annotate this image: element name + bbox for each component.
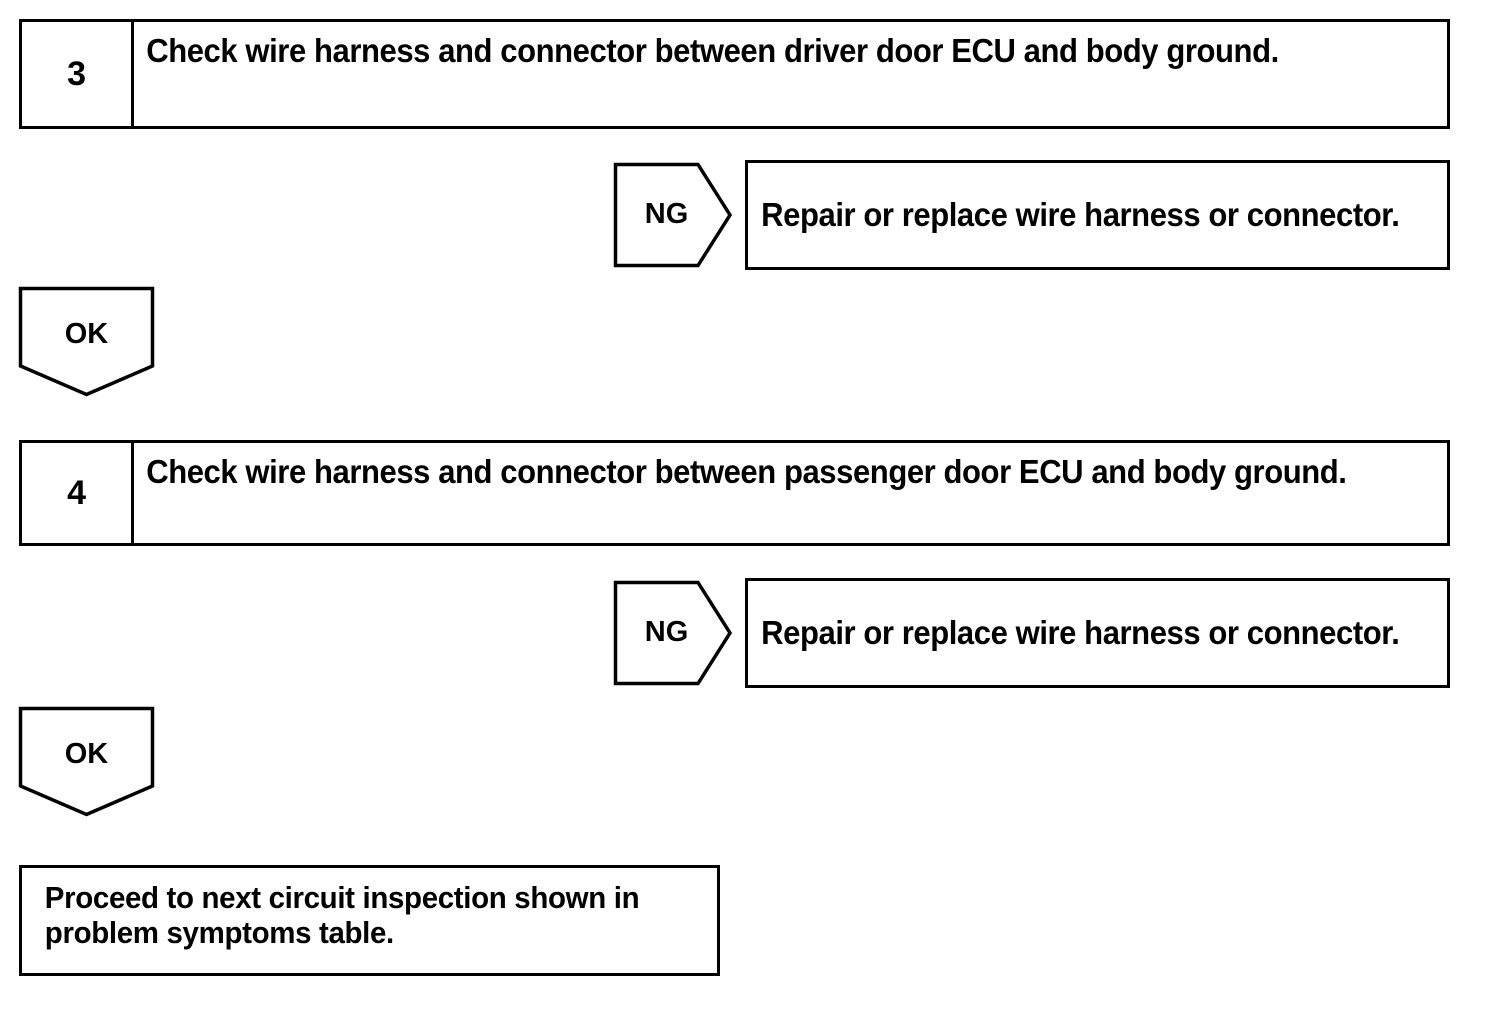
pentagon-down-arrow-icon [18,286,155,397]
outcome-line-2: problem symptoms table. [44,915,394,951]
pentagon-right-arrow-icon [613,580,733,686]
branch-action-box-1: Repair or replace wire harness or connec… [745,160,1450,270]
outcome-text: Proceed to next circuit inspection shown… [22,868,682,951]
branch-label-ng-2: NG [644,616,689,648]
branch-pentagon-ng-1: NG [613,162,733,268]
pass-label-ok-2: OK [64,738,109,770]
step-box-3: 3 Check wire harness and connector betwe… [19,19,1450,129]
branch-action-box-2: Repair or replace wire harness or connec… [745,578,1450,688]
outcome-line-1: Proceed to next circuit inspection shown… [44,880,640,915]
step-instruction-3: Check wire harness and connector between… [146,32,1279,69]
step-number-4: 4 [22,443,134,543]
step-number-3: 3 [22,22,134,126]
pentagon-down-arrow-icon [18,706,155,817]
pass-pentagon-ok-1: OK [18,286,156,397]
branch-action-text-1: Repair or replace wire harness or connec… [761,196,1400,233]
branch-label-ng-1: NG [644,198,689,230]
branch-action-text-2: Repair or replace wire harness or connec… [761,614,1400,651]
pass-label-ok-1: OK [64,318,109,350]
branch-pentagon-ng-2: NG [613,580,733,686]
pass-pentagon-ok-2: OK [18,706,156,817]
pentagon-right-arrow-icon [613,162,733,268]
step-instruction-4: Check wire harness and connector between… [146,453,1347,490]
step-box-4: 4 Check wire harness and connector betwe… [19,440,1450,546]
outcome-box: Proceed to next circuit inspection shown… [19,865,720,976]
